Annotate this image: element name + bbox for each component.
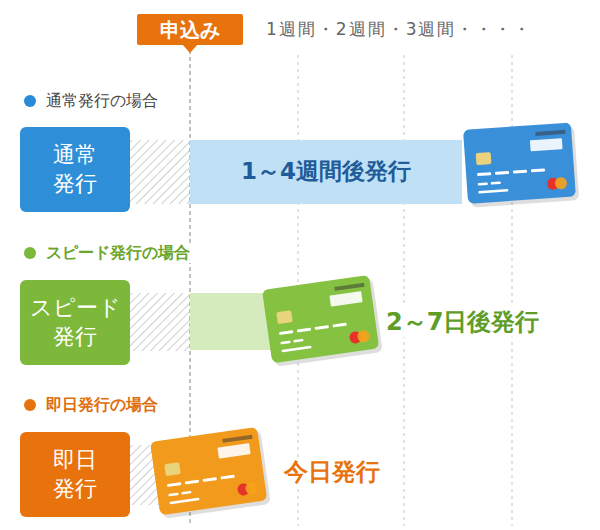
credit-card <box>150 427 271 520</box>
period-band: 1～4週間後発行 <box>190 140 462 204</box>
credit-card <box>463 122 579 208</box>
week-line <box>404 55 405 526</box>
box-text: スピード 発行 <box>30 294 121 351</box>
box-text: 申込み <box>160 17 220 43</box>
process-box: スピード 発行 <box>20 280 130 365</box>
section-heading: 即日発行の場合 <box>44 395 160 415</box>
hatch-area <box>130 293 190 351</box>
tab-pointer <box>182 44 198 53</box>
credit-card <box>262 275 383 368</box>
box-text: 通常 発行 <box>53 141 97 198</box>
issue-time-label: 今日発行 <box>282 457 382 487</box>
issue-time-label: 2～7日後発行 <box>384 307 541 337</box>
hatch-area <box>130 140 190 204</box>
bullet-dot <box>24 247 36 259</box>
speed-band <box>190 293 272 350</box>
apply-tab: 申込み <box>137 14 243 45</box>
process-box: 通常 発行 <box>20 127 130 212</box>
box-text: 1～4週間後発行 <box>241 157 411 187</box>
section-heading: 通常発行の場合 <box>44 91 160 111</box>
time-axis-label: 1週間・2週間・3週間・・・・ <box>264 19 534 40</box>
bullet-dot <box>24 95 36 107</box>
week-line <box>512 55 513 526</box>
bullet-dot <box>24 399 36 411</box>
section-heading: スピード発行の場合 <box>44 243 192 263</box>
process-box: 即日 発行 <box>20 432 130 517</box>
box-text: 即日 発行 <box>53 446 97 503</box>
